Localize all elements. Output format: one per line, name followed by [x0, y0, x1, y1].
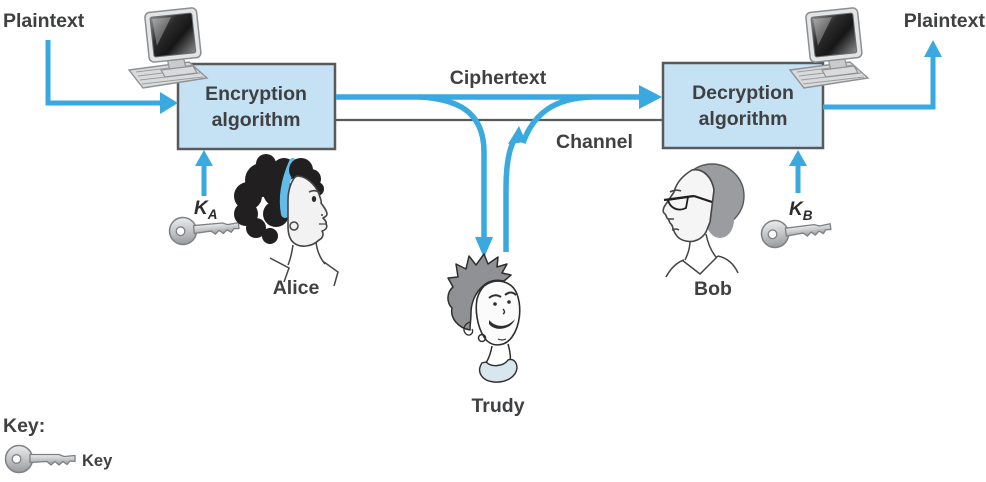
alice-nostril	[321, 214, 323, 216]
key-b-label: KB	[789, 199, 813, 223]
encryption-box-label-line2: algorithm	[212, 109, 301, 131]
trudy-smirk	[489, 319, 515, 329]
trudy-collar	[478, 358, 518, 383]
alice-neck-shoulders	[269, 241, 339, 287]
bob-avatar	[662, 163, 745, 278]
alice-avatar	[234, 154, 339, 287]
bob-eyebrow	[669, 189, 682, 193]
alice-eyebrow	[308, 189, 321, 194]
ciphertext-label: Ciphertext	[450, 67, 547, 89]
alice-eye	[311, 196, 317, 202]
bob-mouth	[668, 218, 680, 231]
inject-arrowhead	[508, 126, 526, 144]
legend-title: Key:	[3, 415, 45, 437]
bob-glasses-lens	[666, 195, 690, 211]
decryption-box-label-line1: Decryption	[692, 82, 794, 104]
alice-earring	[289, 221, 299, 231]
plaintext-in-arrowhead	[160, 92, 178, 114]
trudy-nose	[502, 308, 506, 315]
key-a-arrowhead	[195, 150, 213, 166]
bob-face	[662, 168, 715, 243]
legend-key-label: Key	[82, 452, 113, 470]
bob-neck-collar	[665, 233, 739, 278]
channel-label: Channel	[556, 131, 633, 153]
trudy-hair-curl	[463, 321, 474, 336]
bob-hair-back	[706, 202, 734, 238]
plaintext-in-arrow-line	[45, 40, 162, 106]
key-b-arrowhead	[789, 150, 807, 166]
arrow-heads	[160, 40, 942, 258]
inject-arrow-line	[503, 137, 518, 252]
inject-merge-curve	[520, 94, 593, 144]
plaintext-left-label: Plaintext	[3, 10, 85, 32]
trudy-earring	[477, 333, 487, 343]
trudy-face	[475, 280, 521, 346]
key-icon	[4, 444, 76, 474]
trudy-hair	[447, 253, 512, 331]
trudy-avatar	[447, 253, 521, 383]
plaintext-out-arrowhead	[924, 40, 942, 57]
key-a-label: KA	[194, 198, 217, 222]
encryption-box-label-line1: Encryption	[205, 83, 307, 105]
computer-icon	[128, 6, 208, 89]
trudy-eye-right	[507, 300, 511, 304]
ciphertext-arrowhead	[639, 85, 662, 109]
trudy-label: Trudy	[471, 395, 524, 417]
intercept-arrowhead	[475, 237, 493, 258]
bob-label: Bob	[694, 278, 732, 300]
plaintext-out-arrow-line	[823, 56, 936, 110]
trudy-chin-line	[497, 338, 507, 341]
plaintext-right-label: Plaintext	[904, 10, 986, 32]
intercept-arrow-line	[419, 94, 487, 238]
alice-label: Alice	[273, 277, 320, 299]
trudy-eye-left	[493, 302, 497, 306]
trudy-neck	[485, 343, 512, 364]
computer-icon	[789, 6, 869, 89]
decryption-box-label-line2: algorithm	[699, 108, 788, 130]
trudy-eyebrows	[488, 291, 517, 299]
